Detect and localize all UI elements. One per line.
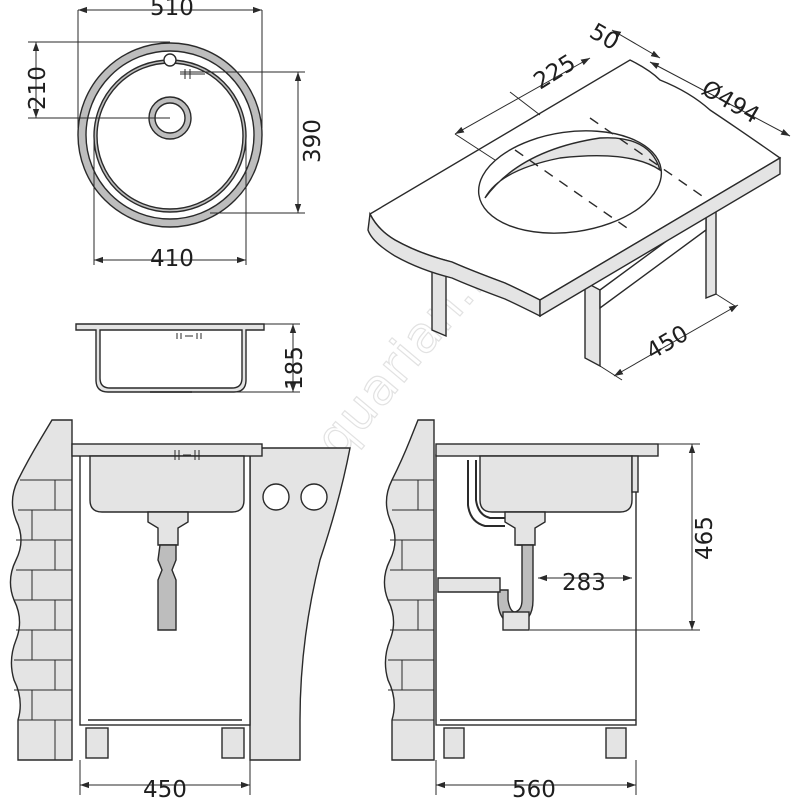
dim-label-210: 210	[25, 66, 51, 110]
dim-line-diameter	[649, 61, 791, 137]
brick-joints-side	[388, 479, 434, 721]
tap-hole	[163, 53, 177, 67]
countertop-side-edge	[539, 156, 781, 318]
brick-wall	[9, 419, 73, 761]
countertop-front	[71, 443, 263, 457]
brick-wall-side	[383, 419, 435, 761]
dim-line-450-top	[613, 304, 739, 377]
cabinet-leg	[705, 206, 717, 300]
overflow-mark	[180, 69, 205, 79]
ext-line	[454, 133, 496, 161]
bowl-inner	[99, 329, 243, 389]
top-view: 510 210 390 410	[25, 0, 326, 272]
cabinet-foot	[221, 727, 245, 759]
front-sink-bowl	[89, 455, 245, 513]
overflow-mark	[176, 333, 202, 339]
isometric-countertop-view: 225 50 Ø494 450	[367, 19, 791, 381]
panel-hole	[262, 483, 290, 511]
dim-label-510: 510	[150, 0, 194, 21]
cabinet-foot	[85, 727, 109, 759]
side-sink-bowl	[479, 455, 633, 513]
cabinet-leg	[584, 280, 601, 368]
side-countertop	[435, 443, 659, 457]
drain-outlet-pipe	[437, 577, 501, 593]
trap-cap	[502, 611, 530, 631]
dim-label-283: 283	[562, 570, 606, 596]
side-cabinet-foot	[605, 727, 627, 759]
dim-label-50: 50	[585, 19, 623, 56]
brick-joints	[14, 479, 72, 760]
ext-line	[599, 365, 623, 381]
dim-label-450-top: 450	[642, 321, 693, 365]
side-view: 283 465 560	[383, 419, 718, 800]
dim-label-410: 410	[150, 246, 194, 272]
drain-strainer	[147, 511, 189, 546]
side-drain-strainer	[504, 511, 546, 546]
cutout-inner-wall	[484, 137, 662, 199]
overflow-pipe	[467, 460, 505, 527]
ext-line	[715, 293, 736, 307]
cabinet-side-panel	[249, 447, 351, 761]
side-section-view: 185	[75, 323, 308, 393]
dim-label-560: 560	[512, 777, 556, 800]
cutout-centerline	[514, 149, 631, 231]
panel-hole	[300, 483, 328, 511]
front-view: 450	[9, 419, 351, 800]
overflow-mark	[174, 450, 200, 460]
dim-line-225	[454, 57, 591, 135]
side-cabinet-foot	[443, 727, 465, 759]
dim-line-50	[611, 29, 661, 59]
dim-label-185: 185	[282, 346, 308, 390]
side-rim	[631, 455, 639, 493]
dim-label-450-front: 450	[143, 777, 187, 800]
cabinet-leg	[431, 266, 447, 338]
overflow-pipe-inner	[475, 460, 505, 519]
dim-label-390: 390	[300, 119, 326, 163]
cutout-centerline	[589, 117, 706, 199]
ext-line	[509, 91, 541, 116]
drain-pipe	[157, 544, 177, 631]
dim-label-465: 465	[692, 516, 718, 560]
